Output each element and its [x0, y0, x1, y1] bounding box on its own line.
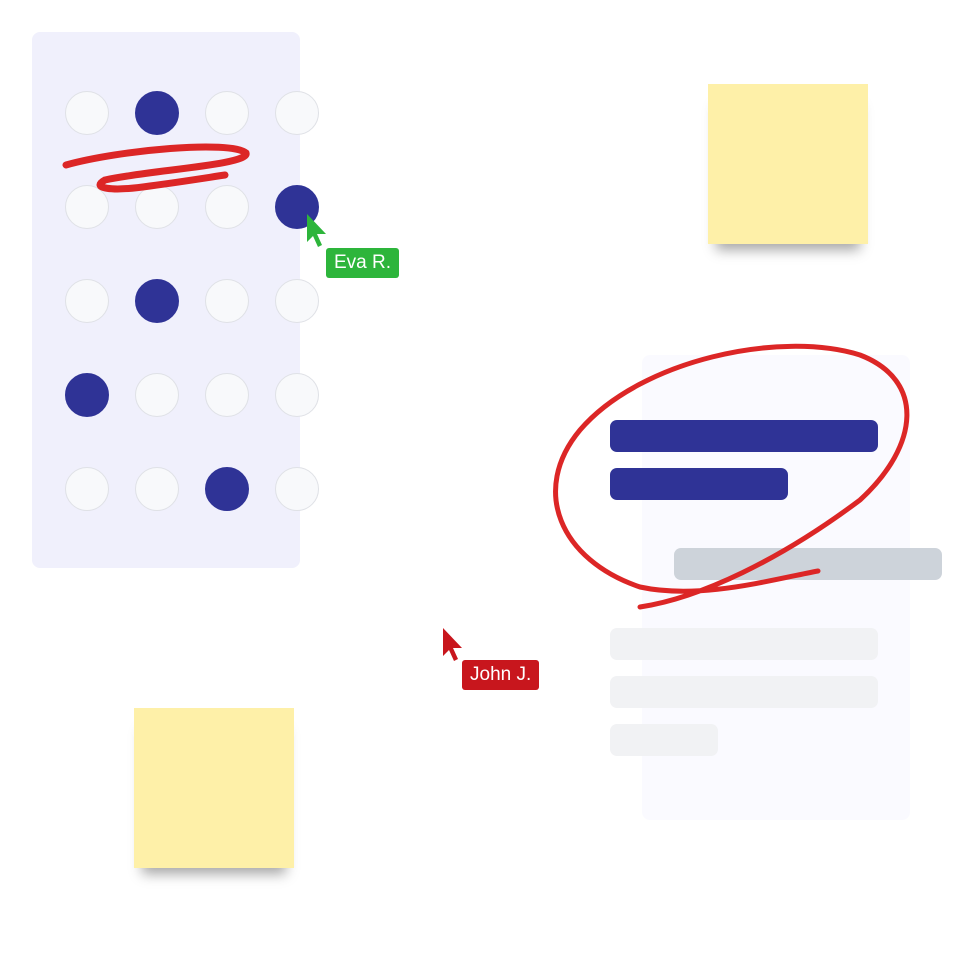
- doc-subtitle-bar: [610, 468, 788, 500]
- dot-empty[interactable]: [205, 185, 249, 229]
- dot-empty[interactable]: [65, 467, 109, 511]
- doc-text-line: [610, 676, 878, 708]
- scribble-annotation: [62, 143, 250, 193]
- cursor-label-john: John J.: [462, 660, 540, 690]
- cursor-icon: [307, 214, 326, 247]
- doc-text-line: [610, 724, 718, 756]
- dot-filled[interactable]: [65, 373, 109, 417]
- sticky-note[interactable]: [134, 708, 294, 868]
- dot-empty[interactable]: [275, 91, 319, 135]
- dot-filled[interactable]: [205, 467, 249, 511]
- dot-empty[interactable]: [65, 185, 109, 229]
- sticky-note[interactable]: [708, 84, 868, 244]
- dot-empty[interactable]: [205, 373, 249, 417]
- cursor-icon: [443, 628, 462, 661]
- dot-empty[interactable]: [275, 467, 319, 511]
- dot-empty[interactable]: [65, 91, 109, 135]
- dot-empty[interactable]: [135, 467, 179, 511]
- cursor-label-eva: Eva R.: [326, 248, 400, 278]
- doc-text-line: [610, 628, 878, 660]
- dot-empty[interactable]: [135, 373, 179, 417]
- dot-filled[interactable]: [135, 279, 179, 323]
- circle-annotation: [553, 343, 910, 610]
- dot-empty[interactable]: [135, 185, 179, 229]
- dot-filled[interactable]: [135, 91, 179, 135]
- dot-empty[interactable]: [275, 279, 319, 323]
- dot-empty[interactable]: [275, 373, 319, 417]
- doc-title-bar: [610, 420, 878, 452]
- dot-empty[interactable]: [65, 279, 109, 323]
- dot-empty[interactable]: [205, 91, 249, 135]
- dot-empty[interactable]: [205, 279, 249, 323]
